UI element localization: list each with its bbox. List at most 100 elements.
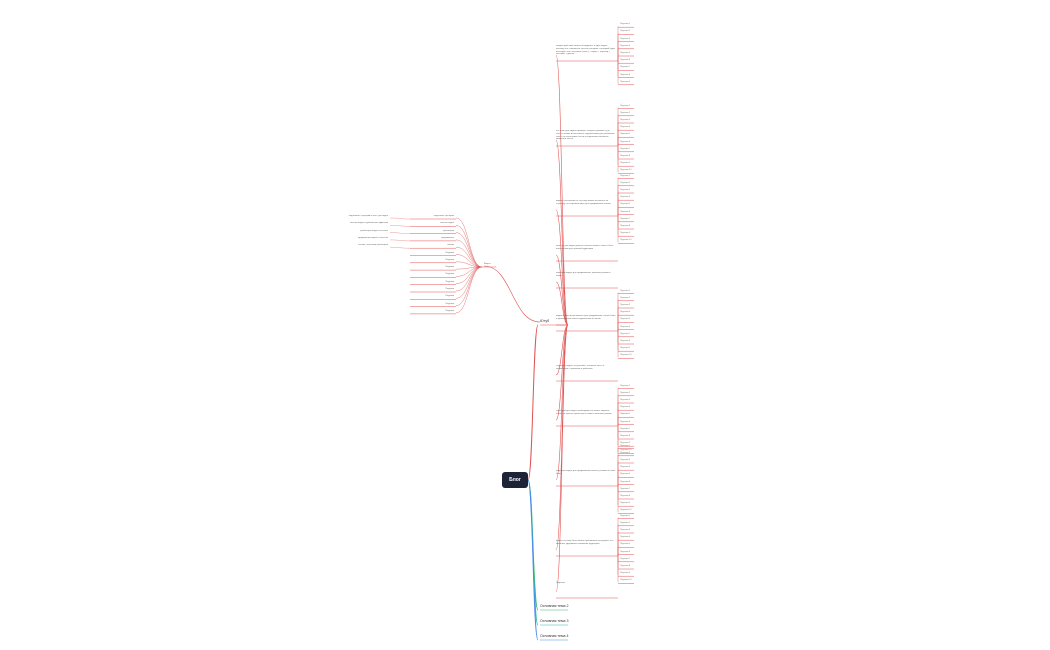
sub-node-3-3[interactable]: Подтема 3 [620, 189, 631, 191]
sub-node-1-4[interactable]: Подтема 4 [620, 44, 631, 47]
left-item-9[interactable]: Подтема [445, 273, 455, 276]
sub-node-1-2[interactable]: Подтема 2 [620, 30, 631, 33]
left-item-6[interactable]: Подтема [445, 251, 455, 254]
sub-node-8-1[interactable]: Подтема 1 [620, 384, 631, 387]
sub-node-1-5[interactable]: Подтема 5 [620, 52, 631, 54]
sub-node-3-5[interactable]: Подтема 5 [620, 203, 631, 206]
sub-node-9-5[interactable]: Подтема 5 [620, 473, 631, 476]
sub-node-10-9[interactable]: Подтема 9 [620, 572, 631, 575]
sub-node-3-2[interactable]: Подтема 2 [620, 181, 631, 184]
sub-node-9-9[interactable]: Подтема 9 [620, 502, 631, 505]
sub-node-3-4[interactable]: Подтема 4 [620, 196, 631, 199]
sub-node-6-8[interactable]: Подтема 8 [620, 340, 631, 342]
left-item-7[interactable]: Подтема [445, 258, 455, 261]
sub-node-3-10[interactable]: Подтема 10 [620, 239, 632, 242]
sub-node-3-6[interactable]: Подтема 6 [620, 210, 631, 213]
sub-node-6-4[interactable]: Подтема 4 [620, 311, 631, 314]
group-text-10[interactable]: шорты на тему блога можно публиковать ре… [556, 540, 614, 545]
main-node-4[interactable]: Основная тема 4 [540, 634, 569, 638]
sub-node-2-10[interactable]: Подтема 10 [620, 169, 632, 172]
sub-node-1-3[interactable]: Подтема 3 [620, 37, 631, 40]
left-item-1[interactable]: подготовка сценария [433, 215, 454, 217]
sub-node-8-3[interactable]: Подтема 3 [620, 399, 631, 401]
left-note-3[interactable]: публикация видео на канале [360, 229, 388, 232]
left-note-4[interactable]: продвижение видео в соцсетях [357, 236, 388, 239]
left-item-11[interactable]: Подтема [445, 288, 455, 290]
group-text-1[interactable]: каждое действие можно объединить в одно … [556, 45, 616, 56]
group-text-6[interactable]: видео можно использовать для продвижения… [556, 315, 616, 320]
sub-node-10-5[interactable]: Подтема 5 [620, 543, 631, 546]
sub-node-10-3[interactable]: Подтема 3 [620, 529, 631, 531]
group-text-4[interactable]: контент для видео должен соответствовать… [556, 245, 614, 250]
group-text-8[interactable]: сценарий для видео необходимо составить … [556, 410, 612, 415]
sub-node-2-9[interactable]: Подтема 9 [620, 162, 631, 165]
sub-node-1-8[interactable]: Подтема 8 [620, 73, 631, 76]
sub-node-2-2[interactable]: Подтема 2 [620, 111, 631, 114]
sub-node-6-9[interactable]: Подтема 9 [620, 347, 631, 350]
main-node-3[interactable]: Основная тема 3 [540, 619, 569, 623]
sub-node-3-8[interactable]: Подтема 8 [620, 225, 631, 227]
sub-node-8-2[interactable]: Подтема 2 [620, 391, 631, 394]
sub-node-3-1[interactable]: Подтема 1 [620, 174, 631, 177]
sub-node-8-4[interactable]: Подтема 4 [620, 406, 631, 409]
sub-node-6-2[interactable]: Подтема 2 [620, 296, 631, 299]
left-note-1[interactable]: подготовить сценарий и текст для видео [348, 215, 388, 217]
sub-node-6-7[interactable]: Подтема 7 [620, 332, 631, 335]
sub-node-2-6[interactable]: Подтема 6 [620, 140, 631, 143]
group-text-9[interactable]: подборка видео для продвижения канала: р… [556, 470, 616, 475]
sub-node-9-10[interactable]: Подтема 10 [620, 509, 632, 512]
main-node-2[interactable]: Основная тема 2 [540, 604, 569, 608]
sub-node-8-7[interactable]: Подтема 7 [620, 427, 631, 430]
sub-node-2-8[interactable]: Подтема 8 [620, 155, 631, 157]
sub-node-10-2[interactable]: Подтема 2 [620, 521, 631, 524]
sub-node-3-9[interactable]: Подтема 9 [620, 232, 631, 235]
sub-node-6-5[interactable]: Подтема 5 [620, 318, 631, 321]
group-text-3[interactable]: видео с рассказом на эту тему можно вста… [556, 200, 611, 205]
sub-node-9-6[interactable]: Подтема 6 [620, 480, 631, 483]
left-item-12[interactable]: Подтема [445, 295, 455, 298]
sub-node-8-10[interactable]: Подтема 10 [620, 449, 632, 452]
sub-node-2-7[interactable]: Подтема 7 [620, 147, 631, 150]
left-branch-label[interactable]: Шорты [484, 263, 491, 265]
left-item-8[interactable]: Подтема [445, 266, 455, 269]
sub-node-8-5[interactable]: Подтема 5 [620, 413, 631, 416]
sub-node-1-9[interactable]: Подтема 9 [620, 80, 631, 83]
root-node[interactable]: Блог [502, 472, 528, 488]
main-node-1[interactable]: Ютуб [540, 319, 550, 323]
sub-node-9-4[interactable]: Подтема 4 [620, 466, 631, 469]
sub-node-8-9[interactable]: Подтема 9 [620, 442, 631, 445]
sub-node-9-3[interactable]: Подтема 3 [620, 459, 631, 461]
sub-node-8-6[interactable]: Подтема 6 [620, 420, 631, 423]
sub-node-6-10[interactable]: Подтема 10 [620, 354, 632, 357]
sub-node-1-7[interactable]: Подтема 7 [620, 66, 631, 69]
sub-node-2-1[interactable]: Подтема 1 [620, 104, 631, 107]
left-item-10[interactable]: Подтема [445, 280, 455, 283]
sub-node-1-1[interactable]: Подтема 1 [620, 23, 631, 26]
sub-node-1-6[interactable]: Подтема 6 [620, 59, 631, 62]
left-item-14[interactable]: Подтема [445, 309, 455, 312]
group-text-7[interactable]: структура видео: вступление, основная ча… [556, 365, 605, 370]
sub-node-10-10[interactable]: Подтема 10 [620, 579, 632, 582]
left-item-13[interactable]: Подтема [445, 302, 455, 305]
sub-node-9-2[interactable]: Подтема 2 [620, 451, 631, 454]
left-item-2[interactable]: монтаж видео [440, 222, 454, 225]
sub-node-9-7[interactable]: Подтема 7 [620, 487, 631, 490]
group-text-11[interactable]: Подтема [556, 582, 565, 584]
sub-node-8-8[interactable]: Подтема 8 [620, 435, 631, 437]
sub-node-3-7[interactable]: Подтема 7 [620, 217, 631, 220]
sub-node-6-3[interactable]: Подтема 3 [620, 304, 631, 306]
sub-node-10-7[interactable]: Подтема 7 [620, 557, 631, 560]
sub-node-2-5[interactable]: Подтема 5 [620, 133, 631, 136]
sub-node-9-8[interactable]: Подтема 8 [620, 495, 631, 497]
left-note-5[interactable]: анализ статистики просмотров [358, 244, 388, 247]
sub-node-6-6[interactable]: Подтема 6 [620, 325, 631, 328]
left-note-2[interactable]: монтаж видео и добавление эффектов [350, 222, 388, 225]
sub-node-10-4[interactable]: Подтема 4 [620, 536, 631, 539]
left-item-5[interactable]: анализ [447, 244, 454, 247]
left-item-4[interactable]: продвижение [441, 236, 454, 239]
sub-node-2-4[interactable]: Подтема 4 [620, 126, 631, 129]
sub-node-6-1[interactable]: Подтема 1 [620, 289, 631, 292]
group-text-5[interactable]: подборка видео для продвижения: короткие… [556, 272, 611, 277]
sub-node-10-8[interactable]: Подтема 8 [620, 565, 631, 567]
sub-node-9-1[interactable]: Подтема 1 [620, 444, 631, 447]
